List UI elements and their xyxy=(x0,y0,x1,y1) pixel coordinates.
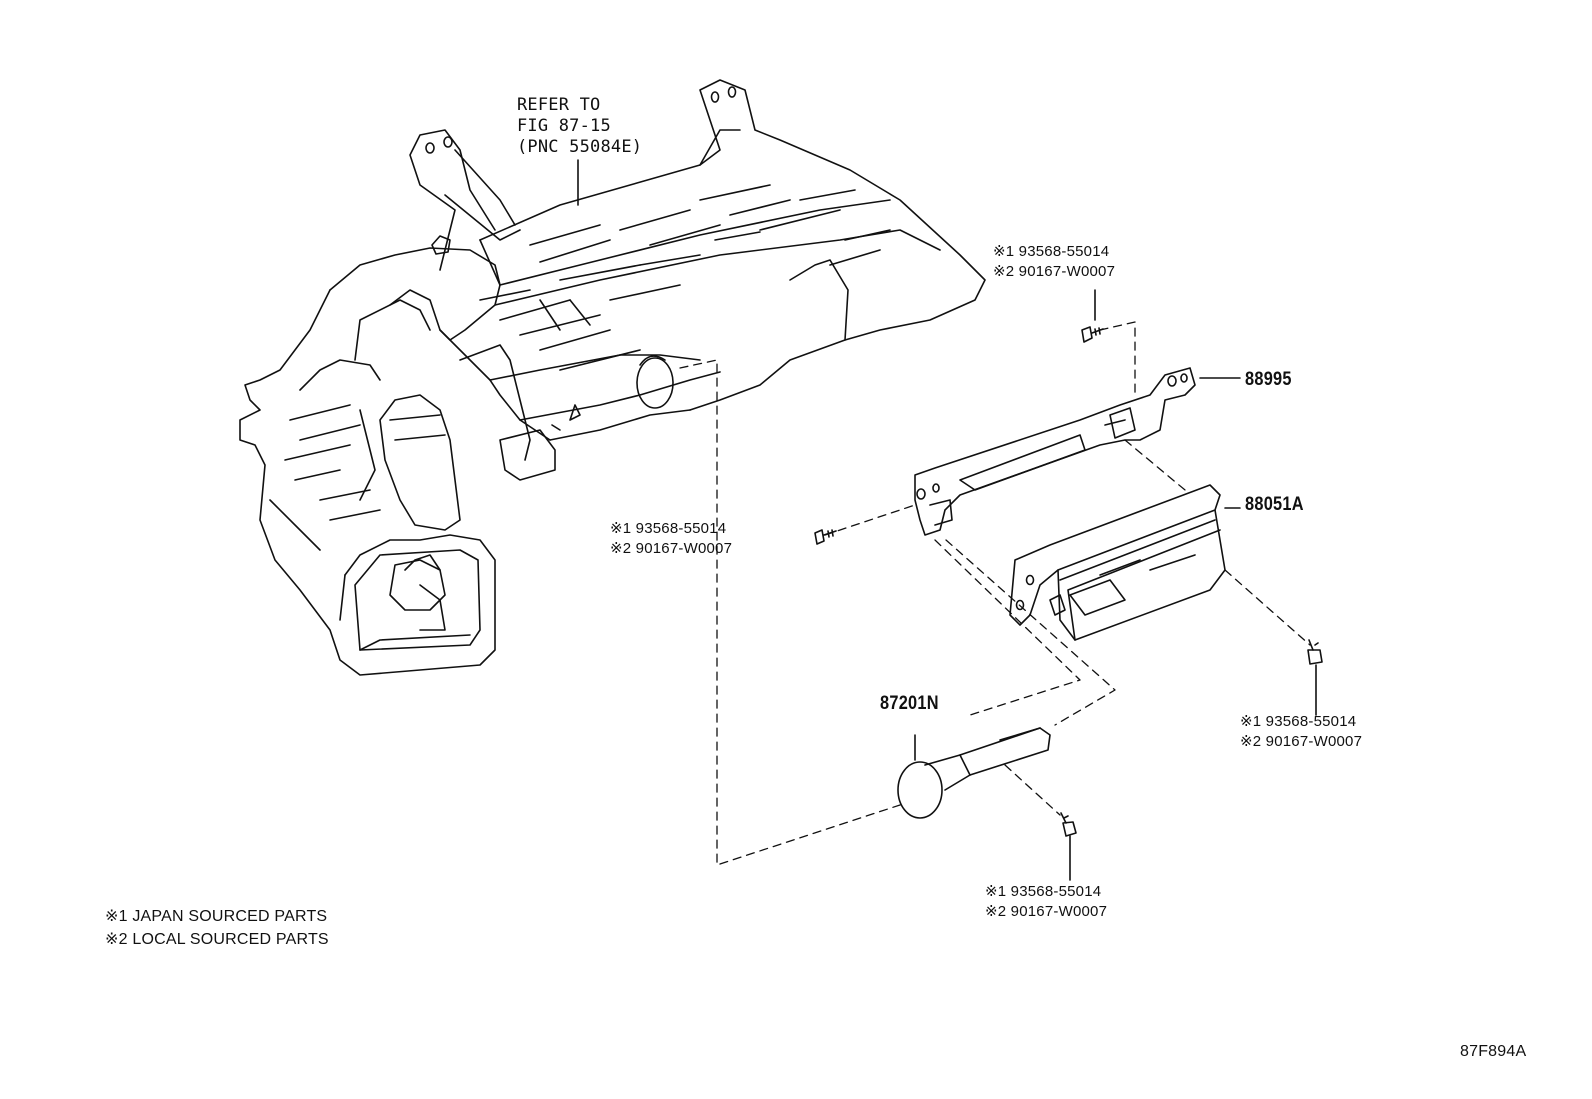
legend: ※1 JAPAN SOURCED PARTS ※2 LOCAL SOURCED … xyxy=(105,905,329,951)
bolt-callout-top: ※1 93568-55014 ※2 90167-W0007 xyxy=(993,242,1115,282)
bolt-top-line1: ※1 93568-55014 xyxy=(993,243,1110,260)
bolt-callout-left: ※1 93568-55014 ※2 90167-W0007 xyxy=(610,519,732,559)
reference-line1: REFER TO xyxy=(517,95,601,115)
instrument-panel-duct-assembly xyxy=(239,79,986,676)
bolt-top xyxy=(1081,289,1104,343)
bolt-bottom-line1: ※1 93568-55014 xyxy=(985,883,1102,900)
bolt-right-line2: ※2 90167-W0007 xyxy=(1240,733,1363,750)
dashed-connections xyxy=(679,321,1311,866)
bolt-left-line2: ※2 90167-W0007 xyxy=(610,540,733,557)
bolt-callout-right: ※1 93568-55014 ※2 90167-W0007 xyxy=(1240,712,1362,752)
module-88051A xyxy=(1009,484,1241,641)
figure-code: 87F894A xyxy=(1460,1043,1527,1060)
legend-local-sourced: ※2 LOCAL SOURCED PARTS xyxy=(105,931,329,948)
reference-line2: FIG 87-15 xyxy=(517,116,611,136)
bolt-left xyxy=(814,529,837,545)
bolt-callout-bottom: ※1 93568-55014 ※2 90167-W0007 xyxy=(985,882,1107,922)
legend-japan-sourced: ※1 JAPAN SOURCED PARTS xyxy=(105,908,328,925)
bolt-bottom xyxy=(1060,812,1077,881)
bolt-bottom-line2: ※2 90167-W0007 xyxy=(985,903,1108,920)
bolt-top-line2: ※2 90167-W0007 xyxy=(993,263,1116,280)
part-number-87201N: 87201N xyxy=(880,693,939,714)
bolt-right-line1: ※1 93568-55014 xyxy=(1240,713,1357,730)
sensor-87201N xyxy=(897,727,1051,819)
part-number-88051A: 88051A xyxy=(1245,494,1304,515)
part-number-88995: 88995 xyxy=(1245,369,1292,390)
bracket-88995 xyxy=(914,367,1241,536)
reference-note: REFER TO FIG 87-15 (PNC 55084E) xyxy=(517,95,642,158)
bolt-right xyxy=(1307,639,1323,716)
bolt-left-line1: ※1 93568-55014 xyxy=(610,520,727,537)
reference-line3: (PNC 55084E) xyxy=(517,137,643,157)
